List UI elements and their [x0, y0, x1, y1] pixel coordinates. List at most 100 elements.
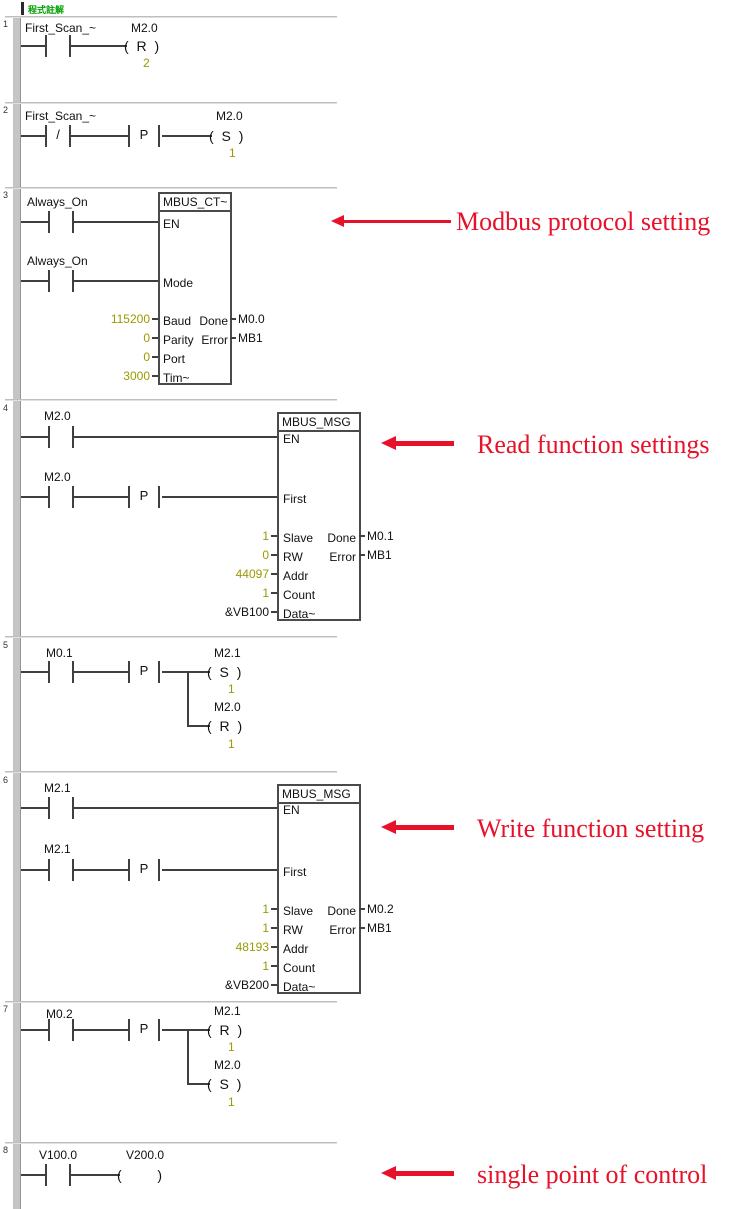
block-port-count: Count: [283, 961, 316, 975]
power-rail: [13, 17, 21, 1209]
positive-edge-contact[interactable]: P: [128, 859, 160, 881]
set-coil[interactable]: ( S ): [207, 664, 244, 680]
wire: [74, 807, 277, 809]
coil-operand[interactable]: V200.0: [126, 1148, 165, 1162]
input-value-slave[interactable]: 1: [262, 902, 269, 916]
no-contact[interactable]: [45, 1164, 71, 1186]
input-value-count[interactable]: 1: [262, 959, 269, 973]
network-number[interactable]: 6: [3, 775, 9, 785]
input-tick: [152, 318, 158, 320]
input-value-slave[interactable]: 1: [262, 529, 269, 543]
coil-operand[interactable]: M2.1: [214, 1004, 241, 1018]
network-number[interactable]: 2: [3, 105, 9, 115]
input-value-rw[interactable]: 1: [262, 921, 269, 935]
set-coil[interactable]: ( S ): [209, 128, 246, 144]
no-contact[interactable]: [48, 426, 74, 448]
annotation-text: single point of control: [477, 1160, 708, 1189]
no-contact[interactable]: [48, 486, 74, 508]
input-value-data[interactable]: &VB100: [224, 605, 269, 619]
input-value-data[interactable]: &VB200: [224, 978, 269, 992]
block-port-port: Port: [163, 352, 186, 366]
output-operand-error[interactable]: MB1: [367, 548, 392, 562]
no-contact[interactable]: [48, 1019, 74, 1041]
coil-param[interactable]: 1: [228, 737, 235, 751]
network-separator: [5, 187, 337, 189]
wire: [71, 1174, 120, 1176]
input-value-rw[interactable]: 0: [262, 548, 269, 562]
input-value-baud[interactable]: 115200: [110, 312, 150, 326]
coil-operand[interactable]: M2.0: [216, 109, 243, 123]
output-coil[interactable]: ( ): [117, 1167, 168, 1183]
contact-operand[interactable]: M0.2: [46, 1007, 73, 1021]
no-contact[interactable]: [48, 661, 74, 683]
coil-param[interactable]: 1: [228, 682, 235, 696]
coil-operand[interactable]: M2.0: [214, 1058, 241, 1072]
set-coil[interactable]: ( S ): [207, 1076, 244, 1092]
no-contact[interactable]: [48, 270, 74, 292]
input-value-addr[interactable]: 44097: [235, 567, 269, 581]
reset-coil[interactable]: ( R ): [207, 718, 245, 734]
contact-operand[interactable]: M2.1: [44, 842, 71, 856]
input-value-addr[interactable]: 48193: [235, 940, 269, 954]
output-operand-error[interactable]: MB1: [367, 921, 392, 935]
network-number[interactable]: 3: [3, 190, 9, 200]
input-value-port[interactable]: 0: [143, 350, 150, 364]
coil-operand[interactable]: M2.0: [214, 700, 241, 714]
output-operand-done[interactable]: M0.1: [367, 529, 394, 543]
contact-operand[interactable]: M0.1: [46, 646, 73, 660]
mbus-ctrl-block[interactable]: MBUS_CT~ EN Mode Baud Parity Port Tim~ D…: [158, 192, 232, 385]
block-port-en: EN: [283, 432, 300, 446]
coil-param[interactable]: 1: [228, 1040, 235, 1054]
reset-coil[interactable]: ( R ): [124, 38, 162, 54]
reset-coil[interactable]: ( R ): [207, 1022, 245, 1038]
mbus-msg-block[interactable]: MBUS_MSG EN First Slave RW Addr Count Da…: [277, 784, 361, 994]
network-number[interactable]: 4: [3, 403, 9, 413]
positive-edge-contact[interactable]: P: [128, 661, 160, 683]
positive-edge-contact[interactable]: P: [128, 486, 160, 508]
no-contact[interactable]: [48, 859, 74, 881]
coil-operand[interactable]: M2.1: [214, 646, 241, 660]
input-value-count[interactable]: 1: [262, 586, 269, 600]
no-contact[interactable]: [48, 211, 74, 233]
mbus-msg-block[interactable]: MBUS_MSG EN First Slave RW Addr Count Da…: [277, 412, 361, 621]
block-port-baud: Baud: [163, 314, 192, 328]
block-port-timeout: Tim~: [163, 371, 190, 385]
contact-operand[interactable]: V100.0: [39, 1148, 78, 1162]
no-contact[interactable]: [48, 797, 74, 819]
block-port-done: Done: [199, 314, 228, 328]
coil-operand[interactable]: M2.0: [131, 21, 158, 35]
network-separator: [5, 1142, 337, 1144]
input-value-timeout[interactable]: 3000: [123, 369, 150, 383]
input-tick: [271, 908, 277, 910]
coil-param[interactable]: 1: [229, 146, 236, 160]
positive-edge-letter: P: [139, 488, 149, 503]
network-number[interactable]: 8: [3, 1145, 9, 1155]
network-number[interactable]: 1: [3, 19, 9, 29]
program-comment-label[interactable]: 程式註解: [28, 5, 65, 15]
contact-operand[interactable]: First_Scan_~: [25, 21, 97, 35]
positive-edge-contact[interactable]: P: [128, 1019, 160, 1041]
nc-contact[interactable]: /: [45, 125, 71, 147]
wire: [21, 807, 48, 809]
contact-operand[interactable]: First_Scan_~: [25, 109, 97, 123]
no-contact[interactable]: [45, 35, 71, 57]
output-operand-error[interactable]: MB1: [238, 331, 263, 345]
contact-operand[interactable]: Always_On: [27, 195, 88, 209]
positive-edge-contact[interactable]: P: [128, 125, 160, 147]
network-separator: [5, 1001, 337, 1003]
contact-operand[interactable]: M2.0: [44, 470, 71, 484]
wire: [162, 869, 277, 871]
contact-operand[interactable]: M2.0: [44, 409, 71, 423]
coil-param[interactable]: 2: [143, 56, 150, 70]
network-number[interactable]: 7: [3, 1004, 9, 1014]
input-value-parity[interactable]: 0: [143, 331, 150, 345]
coil-param[interactable]: 1: [228, 1095, 235, 1109]
contact-operand[interactable]: Always_On: [27, 254, 88, 268]
output-operand-done[interactable]: M0.2: [367, 902, 394, 916]
output-operand-done[interactable]: M0.0: [238, 312, 265, 326]
contact-operand[interactable]: M2.1: [44, 781, 71, 795]
network-separator: [5, 771, 337, 773]
network-number[interactable]: 5: [3, 640, 9, 650]
branch-wire: [187, 1029, 189, 1085]
block-port-en: EN: [283, 803, 300, 817]
